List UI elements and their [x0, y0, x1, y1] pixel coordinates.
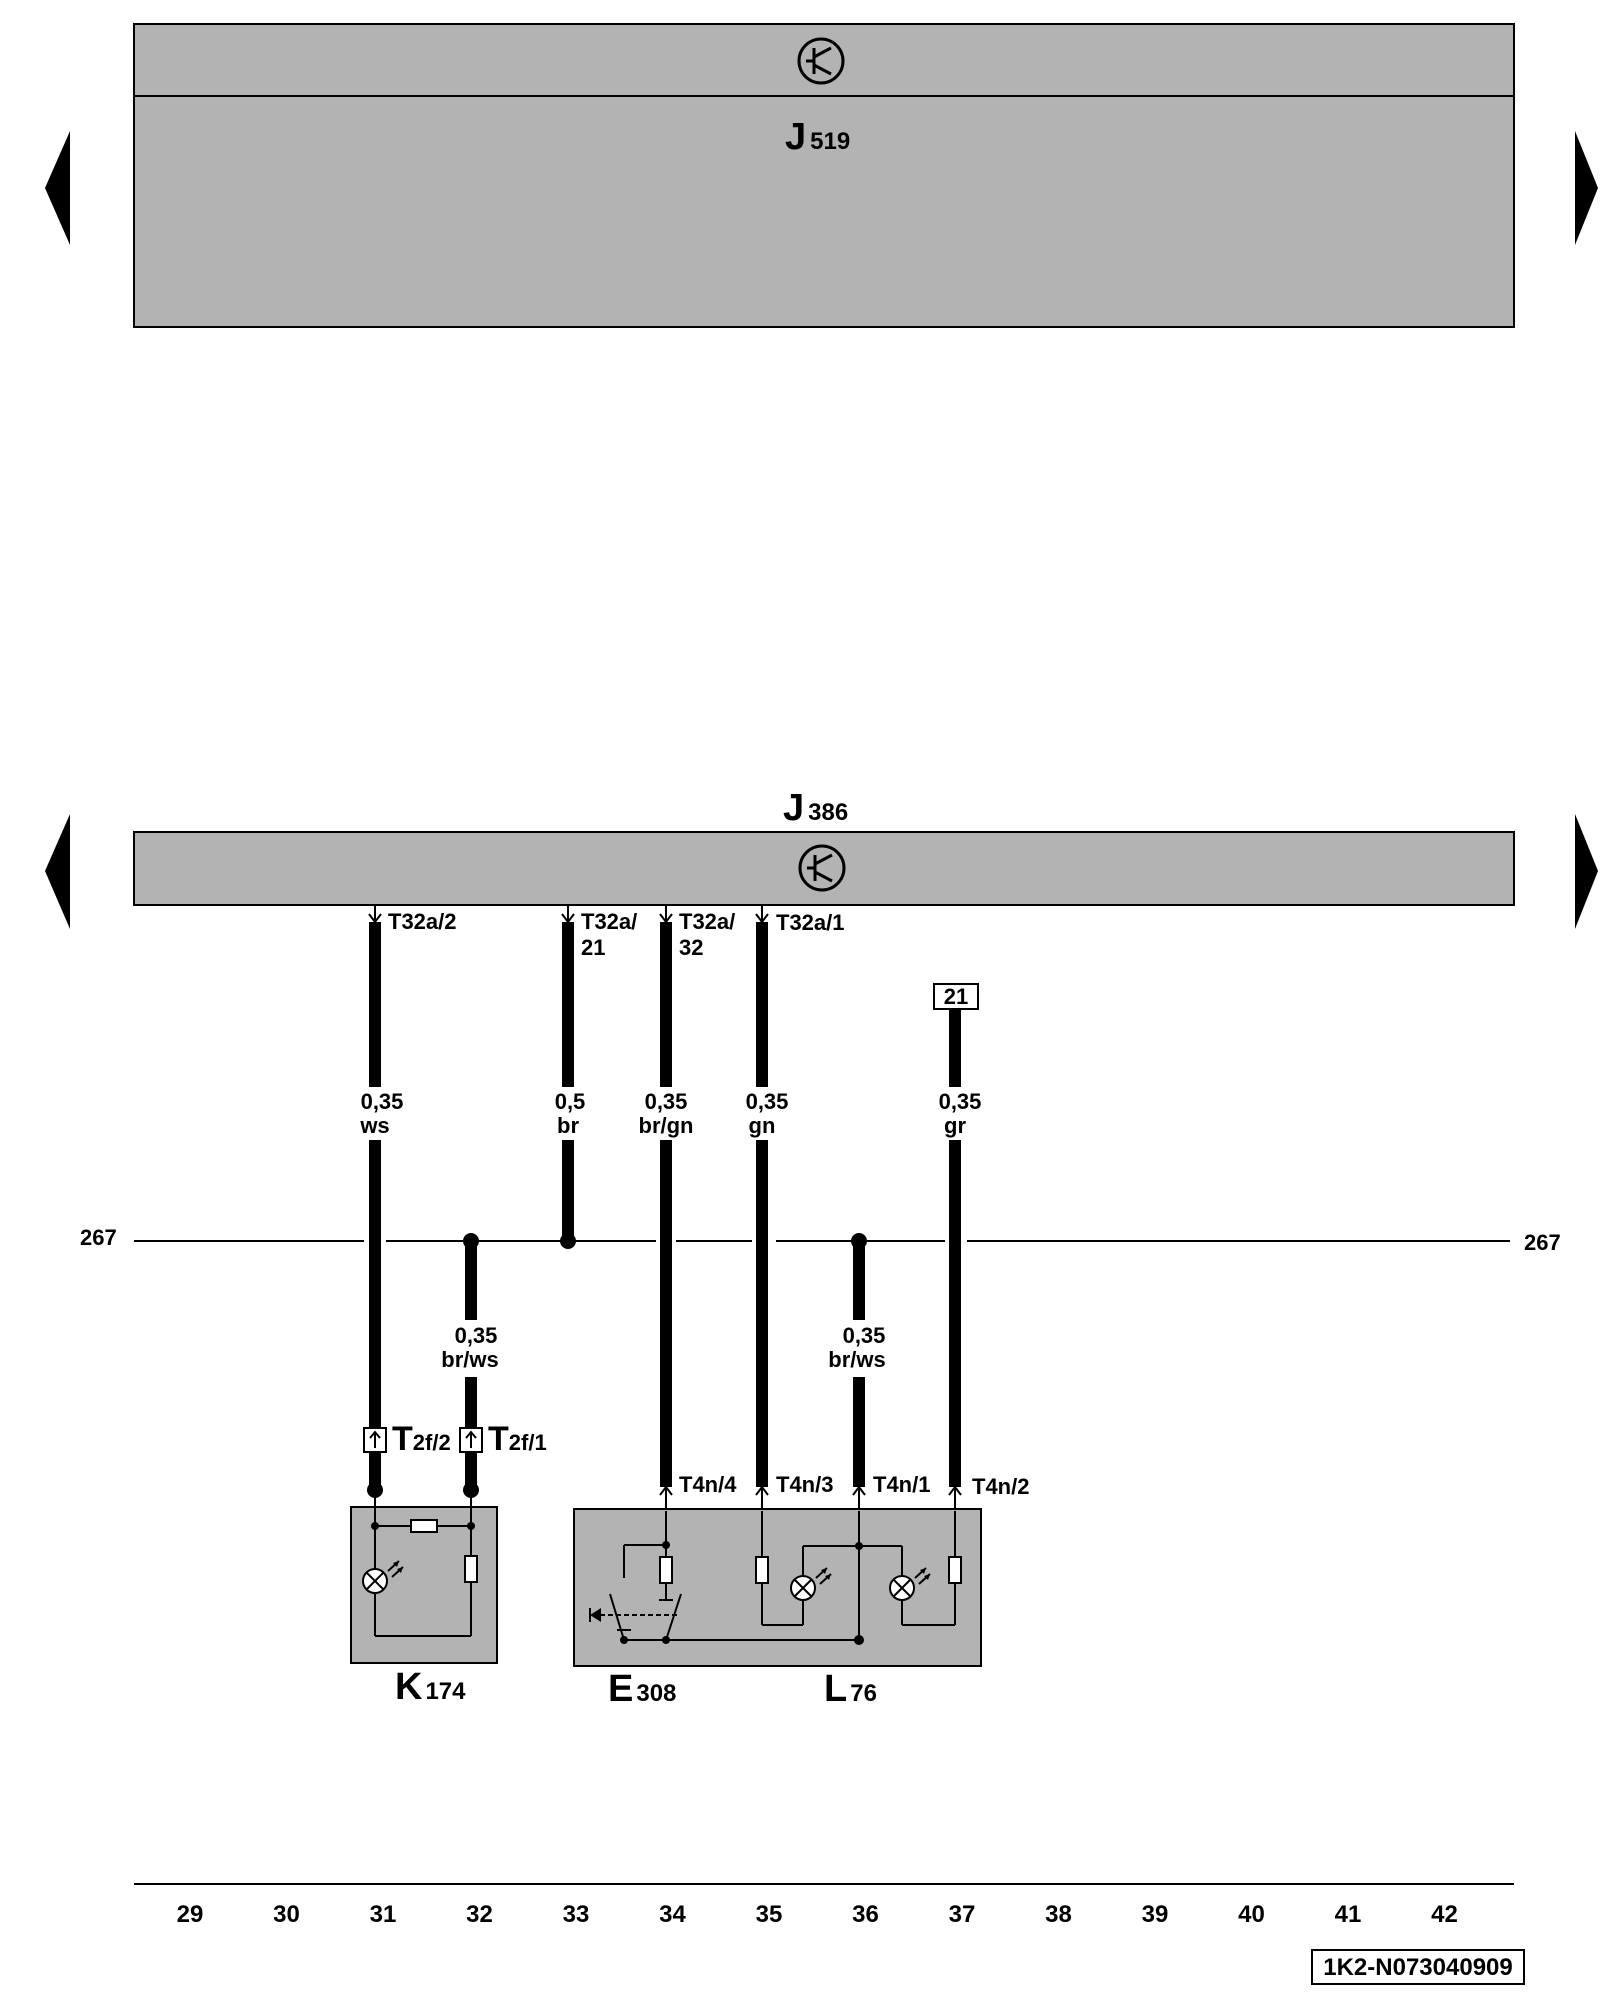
wire-color: br [557, 1113, 579, 1138]
wire-size: 0,35 [939, 1089, 982, 1114]
wire-color: br/gn [639, 1113, 694, 1138]
resistor-icon [410, 1519, 438, 1533]
wire-size: 0,35 [455, 1323, 498, 1348]
column-number: 37 [949, 1901, 976, 1928]
connector-arrow-icon [368, 913, 382, 924]
column-number: 29 [177, 1901, 204, 1928]
column-numbers: 29 30 31 32 33 34 35 36 37 38 39 40 41 42 [177, 1901, 1458, 1928]
wire-ws: 0,35 ws [359, 922, 403, 1490]
column-number: 38 [1045, 1901, 1072, 1928]
wire-size: 0,35 [645, 1089, 688, 1114]
nav-left-icon[interactable] [45, 131, 70, 245]
wire-color: br/ws [441, 1347, 498, 1372]
column-number: 35 [756, 1901, 783, 1928]
pin-t32a-32: T32a/ 32 [659, 905, 735, 960]
wire-size: 0,35 [843, 1323, 886, 1348]
resistor-icon [755, 1556, 769, 1584]
connector-arrow-icon [369, 1430, 381, 1439]
junction-dot [560, 1233, 576, 1249]
pin-label: 32 [679, 935, 703, 960]
wire-br: 0,5 br [555, 922, 586, 1249]
column-number: 30 [273, 1901, 300, 1928]
column-number: 33 [563, 1901, 590, 1928]
connector-label: T2f/1 [488, 1420, 547, 1458]
ground-label-left: 267 [80, 1225, 117, 1250]
connector-t2f-2: T2f/2 [363, 1420, 451, 1458]
connector-t2f-1: T2f/1 [459, 1420, 547, 1458]
wire-color: br/ws [828, 1347, 885, 1372]
wire-br-ws-right: 0,35 br/ws [828, 1233, 886, 1487]
ground-line-267: 267 267 [80, 1225, 1561, 1255]
nav-right-icon[interactable] [1575, 131, 1598, 245]
wire-size: 0,5 [555, 1089, 586, 1114]
column-number: 32 [466, 1901, 493, 1928]
push-switch-icon [589, 1593, 682, 1641]
connector-arrow-icon [465, 1430, 477, 1439]
resistor-icon [659, 1556, 673, 1584]
nav-left-icon[interactable] [45, 814, 70, 929]
nav-right-icon[interactable] [1575, 814, 1598, 929]
wire-br-ws-left: 0,35 br/ws [441, 1233, 499, 1490]
wire-size: 0,35 [361, 1089, 404, 1114]
lamp-icon [790, 1567, 832, 1601]
connector-arrow-icon [755, 913, 769, 924]
pin-label: T32a/ [679, 909, 735, 934]
wire-gn: 0,35 gn [746, 922, 789, 1487]
pin-label: T4n/3 [776, 1472, 833, 1497]
pin-t32a-1: T32a/1 [755, 905, 845, 935]
pin-label: T32a/2 [388, 909, 457, 934]
diagram-id: 1K2-N073040909 [1311, 1949, 1525, 1985]
pin-label: 21 [581, 935, 605, 960]
wire-gr: 21 0,35 gr [933, 983, 982, 1487]
wire-size: 0,35 [746, 1089, 789, 1114]
connector-arrow-icon [659, 913, 673, 924]
column-number: 42 [1431, 1901, 1458, 1928]
resistor-icon [464, 1555, 478, 1583]
ecu-transistor-icon [798, 844, 846, 892]
pin-label: T32a/ [581, 909, 637, 934]
pin-t32a-2: T32a/2 [368, 905, 457, 934]
connector-arrow-icon [561, 913, 575, 924]
column-number: 31 [370, 1901, 397, 1928]
wire-color: gn [749, 1113, 776, 1138]
ecu-transistor-icon [797, 37, 845, 85]
svg-text:1K2-N073040909: 1K2-N073040909 [1323, 1954, 1512, 1981]
column-number: 39 [1142, 1901, 1169, 1928]
pin-t4n-1: T4n/1 [852, 1472, 930, 1511]
reference-box-label: 21 [944, 984, 968, 1009]
wire-color: ws [359, 1113, 389, 1138]
pin-t32a-21: T32a/ 21 [561, 905, 637, 960]
pin-t4n-2: T4n/2 [948, 1474, 1029, 1511]
ground-label-right: 267 [1524, 1230, 1561, 1255]
column-number: 41 [1335, 1901, 1362, 1928]
wire-color: gr [944, 1113, 966, 1138]
pin-label: T4n/4 [679, 1472, 737, 1497]
pin-t4n-4: T4n/4 [659, 1472, 737, 1511]
connector-label: T2f/2 [392, 1420, 451, 1458]
column-number: 40 [1238, 1901, 1265, 1928]
column-number: 36 [852, 1901, 879, 1928]
wire-br-gn: 0,35 br/gn [639, 922, 694, 1487]
lamp-icon [362, 1560, 404, 1594]
pin-label: T4n/1 [873, 1472, 930, 1497]
pin-label: T32a/1 [776, 910, 845, 935]
pin-label: T4n/2 [972, 1474, 1029, 1499]
resistor-icon [948, 1556, 962, 1584]
pin-t4n-3: T4n/3 [755, 1472, 833, 1511]
column-number: 34 [659, 1901, 686, 1928]
